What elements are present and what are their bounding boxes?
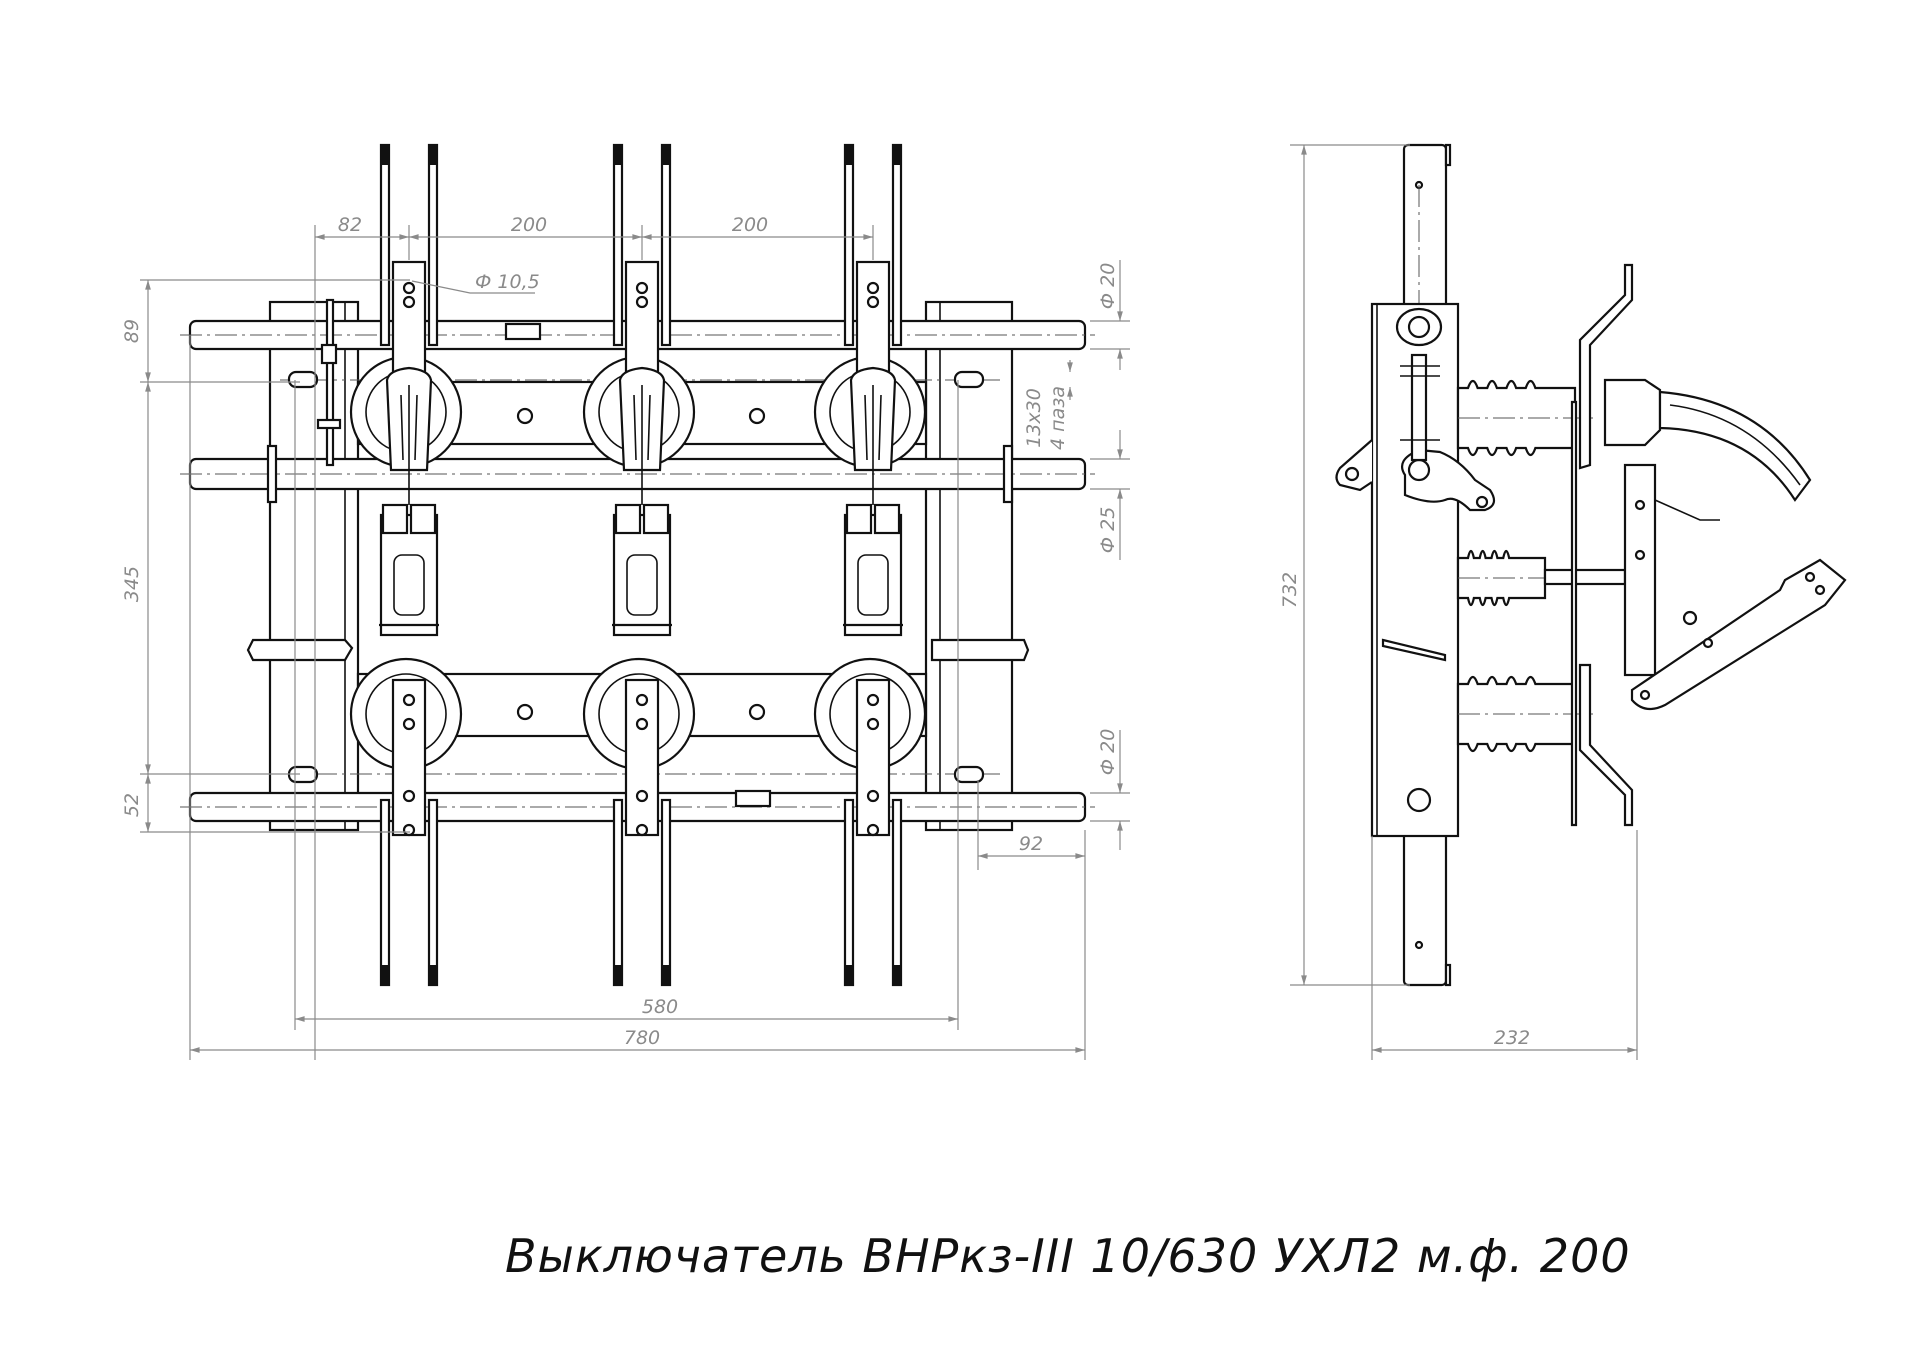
- mounting-slot: [287, 370, 319, 389]
- dim-200-right: 200: [732, 214, 768, 236]
- side-view: [1335, 143, 1847, 987]
- dim-52: 52: [121, 793, 143, 817]
- front-dimensions: 82 200 200 Ф 10,5 89 345 52 Ф 20 Ф 25 Ф …: [121, 214, 1130, 1060]
- front-view: [180, 143, 1095, 987]
- phase-pole: [582, 143, 696, 987]
- slot-size-note: 13х30: [1023, 388, 1045, 448]
- mounting-bracket: [930, 638, 1030, 662]
- blade: [612, 143, 624, 347]
- blade: [660, 143, 672, 347]
- contact-bracket: [1623, 463, 1657, 677]
- mounting-bracket: [246, 638, 354, 662]
- blade: [427, 143, 439, 347]
- dim-345: 345: [121, 566, 143, 602]
- blade: [843, 798, 855, 987]
- dim-780: 780: [624, 1027, 660, 1049]
- dim-diameter-20-bottom: Ф 20: [1097, 729, 1119, 776]
- blade: [379, 143, 391, 347]
- blade: [427, 798, 439, 987]
- dim-89: 89: [121, 319, 143, 343]
- dim-82: 82: [338, 214, 362, 236]
- dim-92: 92: [1019, 833, 1043, 855]
- terminal-plate: [391, 260, 427, 374]
- left-frame-plate: [268, 300, 360, 832]
- mounting-slot: [953, 765, 985, 784]
- dim-hole-diameter: Ф 10,5: [475, 271, 540, 293]
- terminal-plate: [855, 260, 891, 374]
- drive-rod: [1543, 568, 1627, 586]
- blade: [379, 798, 391, 987]
- phase-pole: [813, 143, 927, 987]
- blade: [843, 143, 855, 347]
- drawing-title: Выключатель ВНРкз-III 10/630 УХЛ2 м.ф. 2…: [505, 1229, 1631, 1283]
- phase-pole: [349, 143, 463, 987]
- dim-200-left: 200: [511, 214, 547, 236]
- blade: [891, 798, 903, 987]
- dim-diameter-20-top: Ф 20: [1097, 263, 1119, 310]
- mounting-slot: [953, 370, 985, 389]
- blade: [891, 143, 903, 347]
- blade: [660, 798, 672, 987]
- terminal-plate: [624, 260, 660, 374]
- dim-580: 580: [642, 996, 678, 1018]
- dim-diameter-25: Ф 25: [1097, 507, 1119, 554]
- dim-232: 232: [1494, 1027, 1530, 1049]
- side-dimensions: 732 232: [1279, 144, 1638, 1060]
- dim-732: 732: [1279, 572, 1301, 608]
- switching-arm: [1630, 558, 1847, 711]
- slot-count-note: 4 паза: [1047, 386, 1069, 450]
- blade: [612, 798, 624, 987]
